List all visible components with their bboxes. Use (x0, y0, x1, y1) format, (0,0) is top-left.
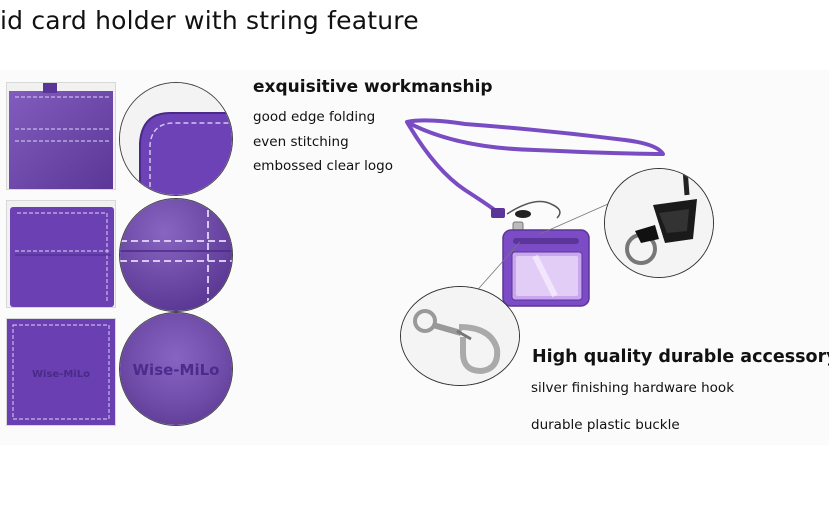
embossed-logo-large: Wise-MiLo (133, 361, 220, 379)
stitching-photo (6, 200, 116, 308)
page-title: id card holder with string feature (0, 6, 419, 35)
accessory-heading: High quality durable accessory (532, 347, 829, 367)
feature-hook: silver finishing hardware hook (531, 380, 735, 396)
stitching-zoom (119, 198, 233, 312)
logo-photo: Wise-MiLo (6, 318, 116, 426)
workmanship-heading: exquisitive workmanship (253, 77, 493, 97)
embossed-logo-small: Wise-MiLo (32, 369, 90, 380)
edge-folding-photo (6, 82, 116, 190)
feature-stitching: even stitching (253, 134, 349, 150)
feature-buckle: durable plastic buckle (531, 417, 680, 433)
hook-zoom (400, 286, 520, 386)
logo-zoom: Wise-MiLo (119, 312, 233, 426)
feature-edge-folding: good edge folding (253, 109, 376, 125)
lanyard-illustration (405, 118, 665, 307)
feature-logo: embossed clear logo (253, 158, 393, 174)
edge-folding-zoom (119, 82, 233, 196)
buckle-zoom (604, 168, 714, 278)
